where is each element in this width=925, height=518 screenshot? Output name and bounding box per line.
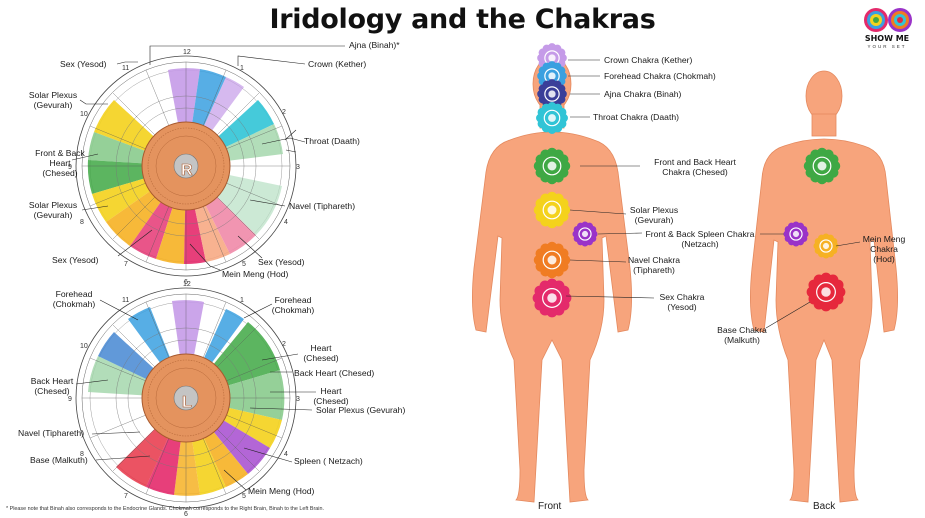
svg-text:3: 3 <box>296 396 300 403</box>
throat-chakra-symbol <box>536 102 568 134</box>
svg-text:2: 2 <box>282 109 286 116</box>
show-me-your-set-logo <box>864 8 912 32</box>
label-forehead-chokmah-right: Forehead(Chokmah) <box>271 295 315 315</box>
iris-leader-lines <box>71 45 345 491</box>
label-sex-yesod-left: Sex (Yesod) <box>52 255 99 265</box>
svg-text:6: 6 <box>184 279 188 286</box>
label-solar-plexus-gevurah: Solar Plexus (Gevurah) <box>316 405 406 415</box>
svg-text:10: 10 <box>80 111 88 118</box>
right-iris-radials <box>82 62 290 270</box>
ajna-chakra-symbol <box>537 79 567 109</box>
label-crown-kether: Crown (Kether) <box>308 59 367 69</box>
label-navel-chakra: Navel Chakra(Tiphareth) <box>627 255 681 275</box>
svg-text:12: 12 <box>183 49 191 56</box>
left-iris-letter: L <box>182 394 192 411</box>
mein-meng-chakra-symbol <box>813 233 839 259</box>
label-solar-plexus-top: Solar Plexus(Gevurah) <box>28 90 78 110</box>
svg-text:9: 9 <box>68 396 72 403</box>
label-throat-chakra: Throat Chakra (Daath) <box>593 112 679 122</box>
label-base-malkuth: Base (Malkuth) <box>30 455 88 465</box>
chakra-symbols <box>532 43 846 318</box>
label-forehead-chakra: Forehead Chakra (Chokmah) <box>604 71 716 81</box>
label-throat-daath: Throat (Daath) <box>304 136 360 146</box>
svg-text:3: 3 <box>296 164 300 171</box>
svg-text:7: 7 <box>124 493 128 500</box>
left-iris-radials <box>82 294 290 502</box>
label-ajna-chakra: Ajna Chakra (Binah) <box>604 89 682 99</box>
right-iris-letter: R <box>181 162 193 179</box>
svg-text:7: 7 <box>124 261 128 268</box>
svg-text:4: 4 <box>284 451 288 458</box>
logo-wordmark: SHOW ME <box>864 34 910 43</box>
svg-text:8: 8 <box>80 219 84 226</box>
label-back-heart-chesed-left: Back Heart(Chesed) <box>30 376 74 396</box>
page-title: Iridology and the Chakras <box>269 4 656 35</box>
svg-text:12: 12 <box>183 281 191 288</box>
svg-text:4: 4 <box>284 219 288 226</box>
label-solar-plexus-chakra: Solar Plexus(Gevurah) <box>629 205 679 225</box>
navel-chakra-symbol <box>533 241 571 279</box>
svg-text:5: 5 <box>242 261 246 268</box>
spleen-chakra-symbol <box>572 221 598 247</box>
label-sex-yesod-right: Sex (Yesod) <box>258 257 305 267</box>
label-ajna-binah: Ajna (Binah)* <box>349 40 400 50</box>
svg-text:8: 8 <box>80 451 84 458</box>
svg-text:1: 1 <box>240 297 244 304</box>
base-chakra-symbol <box>806 272 846 312</box>
label-sex-yesod-top: Sex (Yesod) <box>60 59 107 69</box>
label-navel-tiphareth-bottom: Navel (Tiphareth) <box>18 428 85 438</box>
back-spleen-chakra-symbol <box>783 221 809 247</box>
solar-plexus-chakra-symbol <box>533 191 571 229</box>
label-spleen-chakra: Front & Back Spleen Chakra(Netzach) <box>645 229 755 249</box>
label-sex-chakra: Sex Chakra(Yesod) <box>659 292 705 312</box>
label-base-chakra: Base Chakra(Malkuth) <box>717 325 767 345</box>
svg-text:1: 1 <box>240 65 244 72</box>
label-heart-chesed-top: Heart(Chesed) <box>303 343 339 363</box>
footnote: * Please note that Binah also correspond… <box>6 506 324 512</box>
svg-text:2: 2 <box>282 341 286 348</box>
label-forehead-chokmah-left: Forehead(Chokmah) <box>52 289 96 309</box>
body-leader-lines <box>565 59 861 329</box>
logo-subtitle: YOUR SET <box>867 44 907 49</box>
svg-text:9: 9 <box>68 164 72 171</box>
label-crown-chakra: Crown Chakra (Kether) <box>604 55 693 65</box>
back-heart-chakra-symbol <box>803 147 841 185</box>
label-mein-meng-hod-top: Mein Meng (Hod) <box>222 269 289 279</box>
sex-chakra-symbol <box>532 278 572 318</box>
svg-text:5: 5 <box>242 493 246 500</box>
label-mein-meng-hod-bottom: Mein Meng (Hod) <box>248 486 315 496</box>
svg-text:6: 6 <box>184 511 188 518</box>
label-back-heart-chesed-right: Back Heart (Chesed) <box>294 368 375 378</box>
label-heart-chesed-mid: Heart(Chesed) <box>313 386 349 406</box>
svg-text:11: 11 <box>122 65 129 72</box>
heart-chakra-symbol <box>533 147 571 185</box>
label-spleen-netzach: Spleen ( Netzach) <box>294 456 363 466</box>
caption-front: Front <box>538 501 562 512</box>
label-solar-plexus-bottom: Solar Plexus(Gevurah) <box>28 200 78 220</box>
label-navel-tiphareth: Navel (Tiphareth) <box>289 201 356 211</box>
svg-text:11: 11 <box>122 297 129 304</box>
caption-back: Back <box>813 501 836 512</box>
svg-text:10: 10 <box>80 343 88 350</box>
